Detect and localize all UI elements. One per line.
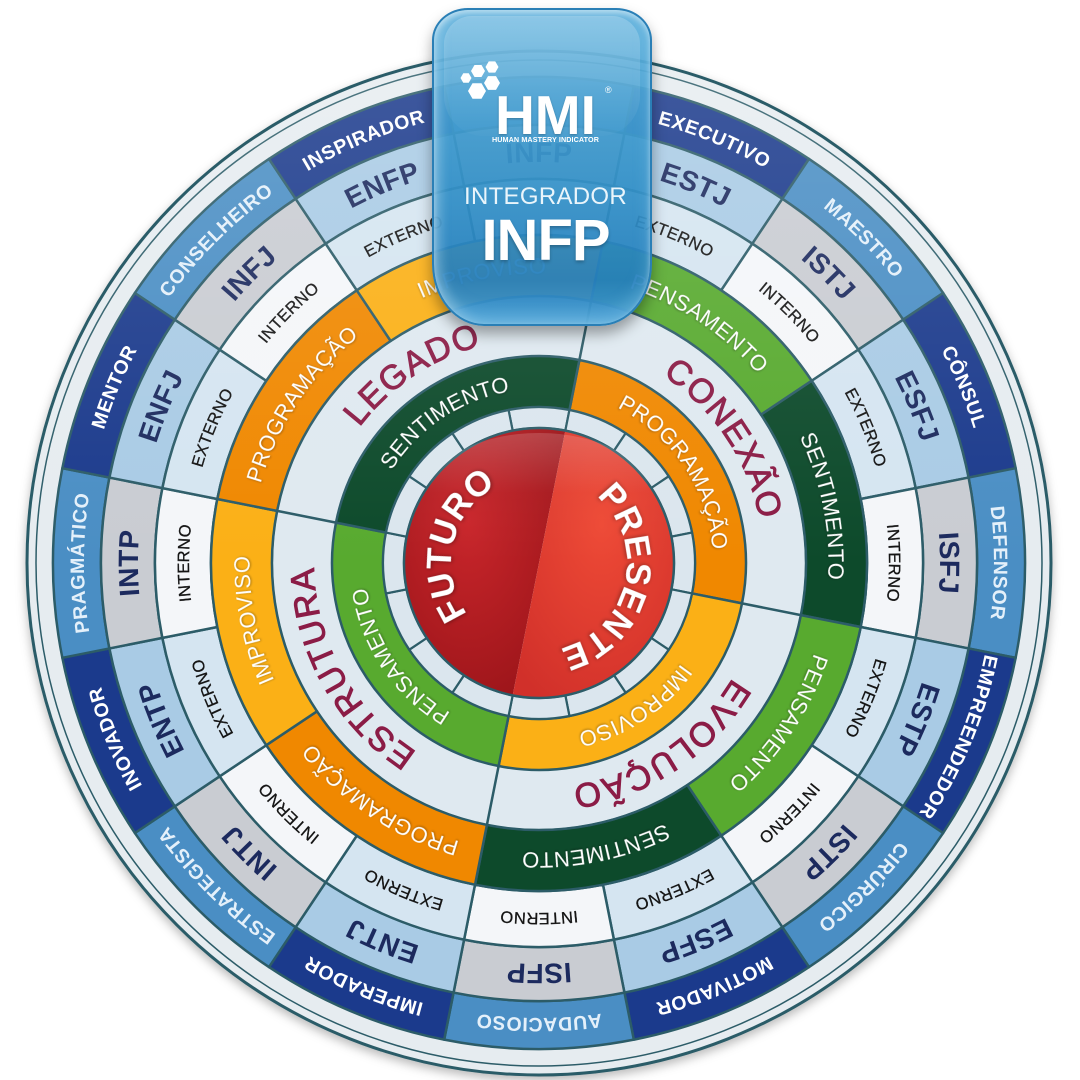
type-segment-intp: INTP [99, 476, 164, 650]
registered-mark: ® [605, 85, 612, 95]
role-label: DEFENSOR [986, 505, 1011, 622]
type-label-text: INTP [113, 529, 145, 598]
orientation-label: INTERNO [499, 907, 579, 927]
orientation-segment: INTERNO [153, 486, 219, 640]
profile-role: INTEGRADOR [463, 183, 627, 210]
orientation-segment: INTERNO [462, 883, 616, 949]
honeycomb-logo-icon [460, 61, 500, 99]
orientation-label-text: INTERNO [883, 523, 903, 603]
orientation-label-text: INTERNO [499, 907, 579, 927]
orientation-label-text: INTERNO [175, 523, 195, 603]
type-label: ISFP [506, 957, 573, 989]
type-segment-isfj: ISFJ [914, 476, 979, 650]
orientation-segment: INTERNO [859, 486, 925, 640]
orientation-label: INTERNO [883, 523, 903, 603]
logo-wordmark: HMI [495, 84, 596, 146]
profile-badge: HMI ® HUMAN MASTERY INDICATOR INTEGRADOR… [432, 8, 652, 326]
logo-tagline: HUMAN MASTERY INDICATOR [491, 135, 600, 144]
orientation-label: INTERNO [175, 523, 195, 603]
profile-type: INFP [481, 208, 610, 273]
type-label: INTP [113, 529, 145, 598]
role-label-text: DEFENSOR [986, 505, 1011, 622]
type-segment-isfp: ISFP [452, 938, 626, 1003]
type-label-text: ISFP [506, 957, 573, 989]
